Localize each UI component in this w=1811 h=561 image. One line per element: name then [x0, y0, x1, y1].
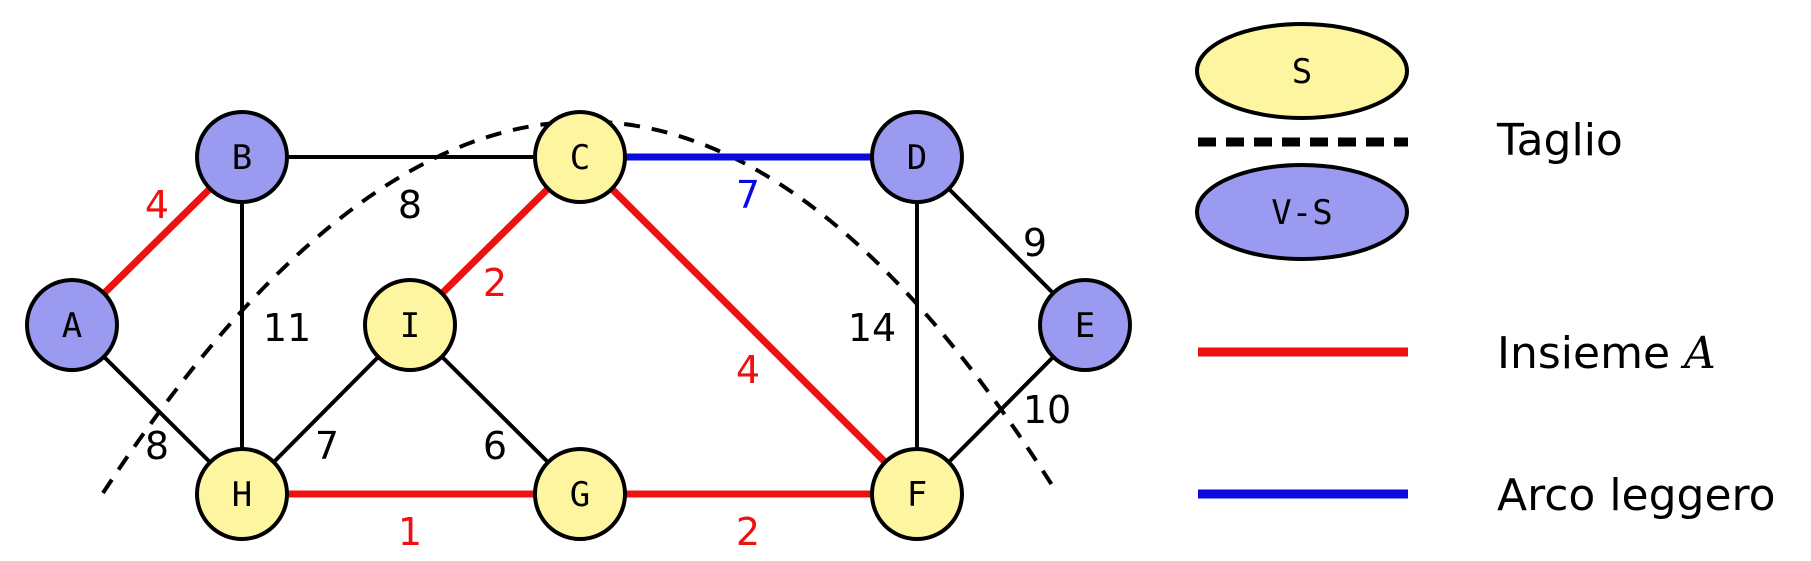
edge-weight-a-h: 8	[145, 424, 169, 468]
node-i: I	[363, 278, 457, 372]
legend-set-a: Insieme A	[1198, 328, 1716, 379]
legend-light: Arco leggero	[1198, 470, 1776, 521]
edge-weight-b-c: 8	[398, 183, 422, 227]
node-label-b: B	[232, 138, 252, 178]
legend-cut: Taglio	[1198, 115, 1623, 166]
edge-weight-a-b: 4	[145, 183, 169, 227]
node-circle-a	[25, 278, 119, 372]
node-label-h: H	[232, 475, 252, 515]
node-a: A	[25, 278, 119, 372]
node-label-g: G	[570, 475, 590, 515]
edge-weight-c-d: 7	[736, 173, 760, 217]
node-label-i: I	[400, 306, 420, 346]
legend-set-a-text: Insieme	[1497, 328, 1684, 379]
legend-vs-ellipse	[1195, 163, 1409, 261]
edge-weights-layer: 4 8 8 11 7 2 4 9 14 10 7 6 1 2	[145, 173, 1071, 554]
legend-light-label: Arco leggero	[1497, 470, 1776, 521]
edge-weight-i-g: 6	[483, 424, 507, 468]
node-circle-b	[195, 110, 289, 204]
legend: S Taglio V-S Insieme A Arco leggero	[1195, 22, 1776, 521]
node-circle-c	[533, 110, 627, 204]
edge-weight-c-i: 2	[483, 261, 507, 305]
node-e: E	[1038, 278, 1132, 372]
edge-weight-h-g: 1	[398, 510, 422, 554]
node-circle-e	[1038, 278, 1132, 372]
node-label-a: A	[62, 306, 82, 346]
edge-weight-i-h: 7	[315, 424, 339, 468]
node-d: D	[870, 110, 964, 204]
edges-layer	[69, 153, 1087, 498]
node-circle-f	[870, 447, 964, 541]
node-g: G	[533, 447, 627, 541]
edge-weight-d-f: 14	[848, 306, 896, 350]
legend-set-a-label: Insieme A	[1497, 328, 1716, 379]
node-h: H	[195, 447, 289, 541]
edge-weight-e-f: 10	[1023, 388, 1071, 432]
node-circle-h	[195, 447, 289, 541]
node-circle-g	[533, 447, 627, 541]
node-circle-d	[870, 110, 964, 204]
edge-weight-d-e: 9	[1023, 221, 1047, 265]
node-b: B	[195, 110, 289, 204]
nodes-layer: A B C D E F G H I	[25, 110, 1132, 541]
legend-set-a-symbol: A	[1680, 328, 1716, 379]
legend-vs-label: V-S	[1271, 193, 1332, 233]
node-label-e: E	[1075, 306, 1095, 346]
edge-weight-c-f: 4	[736, 348, 760, 392]
edge-c-f	[577, 154, 920, 497]
node-c: C	[533, 110, 627, 204]
node-label-c: C	[570, 138, 590, 178]
legend-s-ellipse	[1195, 22, 1409, 120]
node-f: F	[870, 447, 964, 541]
node-circle-i	[363, 278, 457, 372]
edge-weight-b-h: 11	[263, 306, 311, 350]
node-label-f: F	[907, 475, 927, 515]
legend-cut-label: Taglio	[1496, 115, 1623, 166]
edge-weight-g-f: 2	[736, 510, 760, 554]
node-label-d: D	[907, 138, 927, 178]
legend-s: S	[1195, 22, 1409, 120]
legend-vs: V-S	[1195, 163, 1409, 261]
legend-s-label: S	[1292, 52, 1312, 92]
